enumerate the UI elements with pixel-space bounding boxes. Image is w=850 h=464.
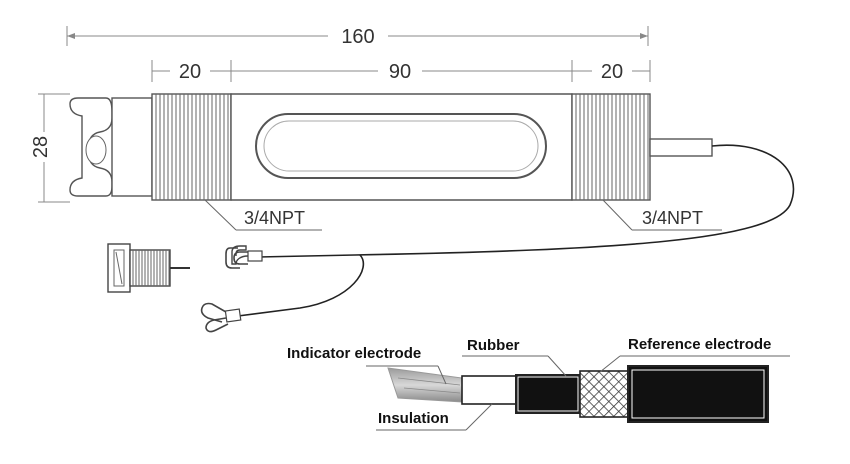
rubber-layer xyxy=(515,374,581,414)
dimension-diameter-value: 28 xyxy=(30,136,52,158)
probe-neck xyxy=(111,97,153,197)
outer-jacket xyxy=(627,365,769,423)
label-rubber: Rubber xyxy=(462,337,567,377)
cable-gland xyxy=(649,138,713,157)
label-indicator-electrode: Indicator electrode xyxy=(287,345,447,385)
label-reference-electrode: Reference electrode xyxy=(599,336,790,373)
label-insulation: Insulation xyxy=(376,403,493,431)
dimension-overall: 160 xyxy=(66,26,649,48)
fork-terminal-lower xyxy=(200,302,242,333)
thread-callout-left: 3/4NPT xyxy=(204,199,322,231)
reference-mesh xyxy=(579,370,629,418)
fork-terminal-upper xyxy=(225,245,263,269)
thread-label-right: 3/4NPT xyxy=(642,208,703,228)
branch-cable xyxy=(237,254,365,317)
svg-text:Insulation: Insulation xyxy=(378,410,449,427)
probe-grip-window xyxy=(255,113,547,179)
cable-cross-section xyxy=(387,365,769,423)
insulation-layer xyxy=(461,375,517,405)
thread-callout-right: 3/4NPT xyxy=(602,199,722,231)
dimension-segments: 20 90 20 xyxy=(151,60,651,83)
svg-text:Rubber: Rubber xyxy=(467,337,520,354)
dimension-diameter: 28 xyxy=(30,93,70,203)
dimension-left-thread: 20 xyxy=(179,61,201,83)
indicator-wire xyxy=(387,367,463,403)
main-cable xyxy=(257,144,795,258)
electrode-cable xyxy=(237,144,795,317)
dimension-overall-value: 160 xyxy=(341,26,374,48)
dimension-right-thread: 20 xyxy=(601,61,623,83)
thread-label-left: 3/4NPT xyxy=(244,208,305,228)
svg-text:Indicator electrode: Indicator electrode xyxy=(287,345,421,362)
electrode-probe xyxy=(69,93,713,201)
bnc-connector xyxy=(107,243,190,293)
svg-text:Reference electrode: Reference electrode xyxy=(628,336,771,353)
dimension-body: 90 xyxy=(389,61,411,83)
